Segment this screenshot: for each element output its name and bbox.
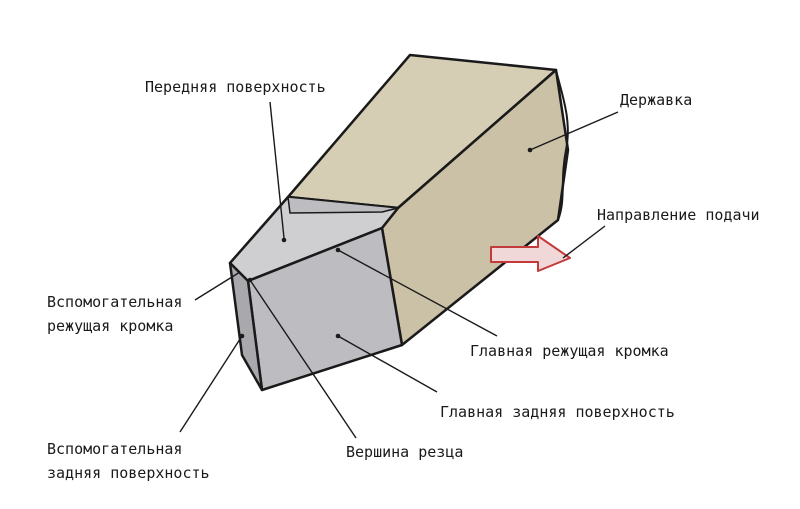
dot-rake-face [281, 237, 287, 243]
rake-face-chamfer [287, 196, 399, 214]
label-auxiliary-cutting-edge-line1: Вспомогательная [47, 293, 182, 311]
dot-main-flank [335, 333, 341, 339]
leader-main-cutting-edge [337, 249, 498, 337]
dot-main-cutting-edge [335, 247, 341, 253]
label-main-cutting-edge: Главная режущая кромка [470, 342, 669, 360]
label-holder: Державка [620, 91, 692, 109]
leader-holder [529, 111, 619, 151]
leader-tool-tip [249, 279, 357, 439]
label-rake-face: Передняя поверхность [145, 78, 326, 96]
leader-main-flank [337, 335, 438, 393]
cutting-insert [228, 195, 404, 392]
label-main-flank: Главная задняя поверхность [440, 403, 675, 421]
leader-dots [239, 147, 533, 339]
leader-lines [179, 101, 619, 439]
dot-holder [527, 147, 533, 153]
label-tool-tip: Вершина резца [346, 443, 463, 461]
leader-feed-direction [562, 225, 606, 259]
feed-direction-arrow [490, 235, 571, 272]
dot-tool-tip [247, 277, 253, 283]
leader-auxiliary-cutting-edge [194, 271, 241, 301]
leader-auxiliary-flank [179, 335, 243, 433]
holder [286, 53, 570, 347]
dot-auxiliary-flank [239, 333, 245, 339]
label-auxiliary-flank-line1: Вспомогательная [47, 440, 182, 458]
auxiliary-flank-face [228, 261, 264, 392]
label-auxiliary-flank-line2: задняя поверхность [47, 464, 210, 482]
holder-break-line [555, 69, 569, 221]
label-auxiliary-cutting-edge-line2: режущая кромка [47, 317, 173, 335]
leader-rake-face [269, 101, 285, 239]
label-feed-direction: Направление подачи [597, 206, 760, 224]
